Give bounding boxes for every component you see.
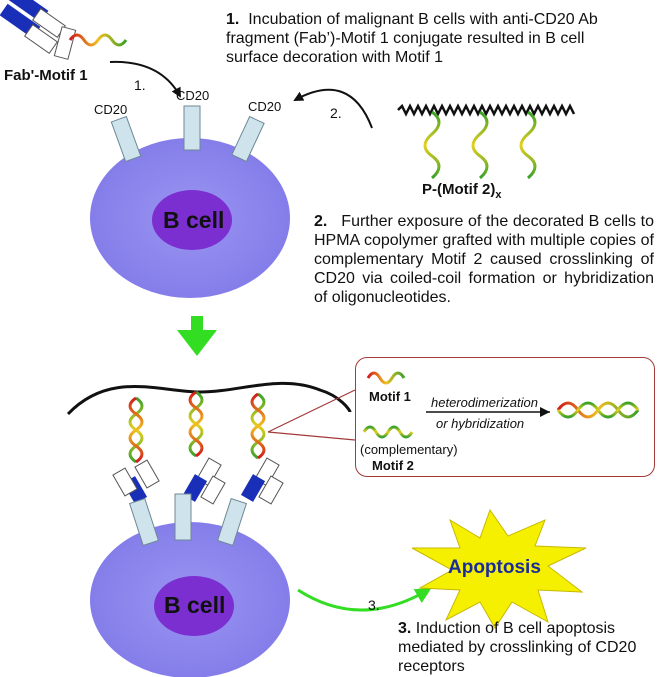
step1-body: Incubation of malignant B cells with ant… [226,11,598,66]
cd20-label-center: CD20 [176,88,210,103]
cd20-label-left: CD20 [94,102,128,117]
fab-motif1-icon [0,0,128,60]
arrow3-label: 3. [368,597,380,613]
nucleus-top [152,190,232,250]
or-hybridization-label: or hybridization [436,416,525,431]
cd20-receptor-bottom-left [128,497,160,547]
step2-number: 2. [314,213,328,230]
arrow2-label: 2. [330,105,342,121]
polymer-label: P-(Motif 2)x [422,180,501,205]
step3-text: 3. Induction of B cell apoptosis mediate… [398,619,660,676]
apoptosis-starburst [411,508,587,629]
nucleus-bottom [154,576,234,636]
complementary-label: (complementary) [360,442,458,457]
polymer-backbone-bottom [66,381,352,416]
fab-fragment-right [240,457,284,505]
step2-body: Further exposure of the decorated B cell… [314,213,654,306]
motif1-label: Motif 1 [369,389,411,404]
cd20-receptor-left [110,115,142,163]
polymer-motif2-icon [397,103,576,180]
coiled-coil-center [188,390,204,458]
heterodimerization-label: heterodimerization [431,395,538,410]
b-cell-label-top: B cell [163,207,225,233]
step2-text: 2. Further exposure of the decorated B c… [314,212,654,307]
connector-lines [267,389,356,441]
apoptosis-label: Apoptosis [448,557,541,578]
step3-body: Induction of B cell apoptosis mediated b… [398,620,637,675]
step3-number: 3. [398,620,412,637]
motif2-label: Motif 2 [372,458,414,473]
fab-fragment-left [112,459,160,504]
down-arrow-icon [177,316,217,356]
cd20-receptor-bottom-right [216,497,248,547]
cd20-label-right: CD20 [248,99,282,114]
arrow-step3 [297,587,432,612]
polymer-label-sub: x [495,189,502,201]
arrow1-label: 1. [134,77,146,93]
cd20-receptor-right [231,115,265,163]
polymer-label-main: P-(Motif 2) [422,181,496,198]
arrow-step2 [293,88,373,129]
step1-text: 1. Incubation of malignant B cells with … [226,10,636,67]
fab-motif1-label: Fab'-Motif 1 [4,67,88,84]
cd20-receptor-center [183,105,201,151]
arrow-step1 [109,60,181,98]
coiled-coil-right [250,392,266,460]
cd20-receptor-bottom-center [174,493,192,541]
step1-number: 1. [226,11,240,28]
coiled-coil-left [128,396,144,464]
b-cell-label-bottom: B cell [164,592,226,618]
